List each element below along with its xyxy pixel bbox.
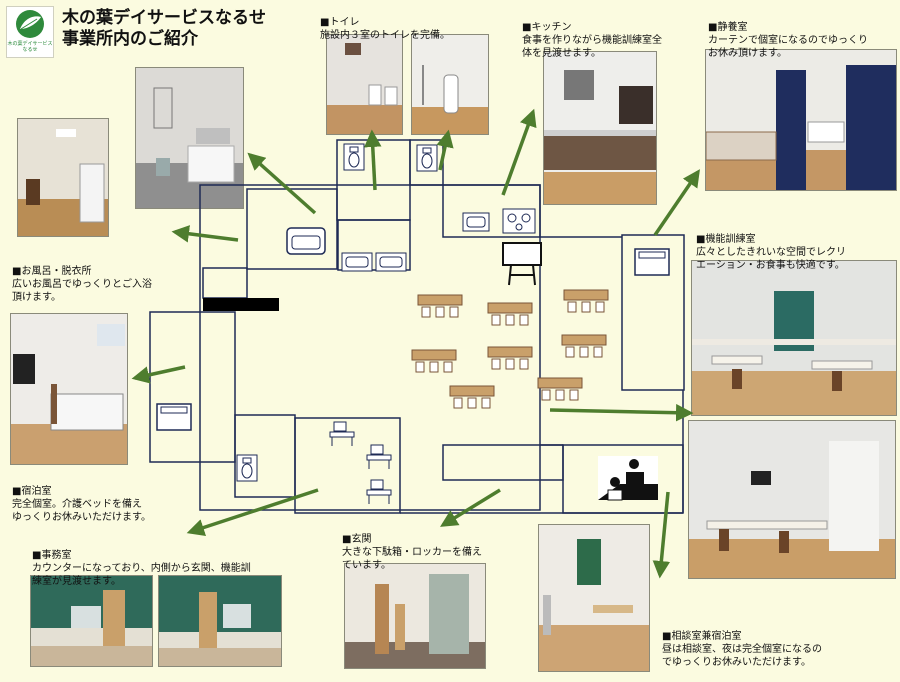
office-heading: ■事務室 — [32, 550, 72, 561]
stay-caption: ■宿泊室完全個室。介護ベッドを備え ゆっくりお休みいただけます。 — [12, 472, 151, 537]
rest-caption: ■静養室カーテンで個室になるのでゆっくり お休み頂けます。 — [708, 8, 868, 73]
desk-icon — [563, 289, 609, 313]
desk-icon — [561, 334, 607, 358]
office-photo-1 — [30, 575, 153, 667]
office-caption: ■事務室カウンターになっており、内側から玄関、機能訓 練室が見渡せます。 — [32, 536, 251, 601]
arrow-office — [186, 488, 319, 536]
kitchen-caption: ■キッチン食事を作りながら機能訓練室全 体を見渡せます。 — [522, 8, 662, 73]
toilet-photo-1 — [326, 34, 403, 135]
consult-heading: ■相談室兼宿泊室 — [662, 631, 742, 642]
consult-caption: ■相談室兼宿泊室昼は相談室、夜は完全個室になるの でゆっくりお休みいただけます。 — [662, 617, 822, 682]
toilet-icon — [343, 143, 365, 171]
desk-icon — [417, 294, 463, 318]
arrow-kitchen — [501, 108, 537, 196]
whiteboard-icon — [502, 242, 542, 286]
title-line-2: 事業所内のご紹介 — [62, 29, 198, 49]
training-heading: ■機能訓練室 — [696, 234, 756, 245]
sink-icon — [341, 252, 373, 272]
entrance-caption: ■玄関大きな下駄箱・ロッカーを備え ています。 — [342, 520, 482, 585]
arrow-bath-changing — [171, 225, 239, 243]
arrow-entrance — [440, 488, 501, 527]
arrow-training — [549, 403, 694, 422]
office-desc: カウンターになっており、内側から玄関、機能訓 練室が見渡せます。 — [32, 563, 251, 587]
rest-heading: ■静養室 — [708, 22, 748, 33]
arrow-toilet-2 — [436, 129, 454, 171]
stay-room-photo — [10, 313, 128, 465]
arrows — [131, 108, 700, 579]
bathtub-icon — [286, 227, 326, 255]
bath-changing-photo — [17, 118, 109, 237]
arrow-consult — [652, 491, 671, 579]
toilet-heading: ■トイレ — [320, 17, 360, 28]
arrow-stay — [131, 365, 186, 384]
toilet-desc: 施設内３室のトイレを完備。 — [320, 30, 450, 41]
computer-desk-icon — [329, 421, 355, 446]
stove-icon — [502, 208, 536, 234]
arrow-bathroom — [247, 152, 317, 215]
consult-room-photo — [538, 524, 650, 672]
consult-icon — [598, 456, 658, 501]
logo-text: 木の葉デイサービス なるせ — [7, 41, 53, 53]
sink-icon — [462, 212, 490, 232]
desk-icon — [537, 377, 583, 401]
sink-icon — [375, 252, 407, 272]
stay-desc: 完全個室。介護ベッドを備え ゆっくりお休みいただけます。 — [12, 499, 151, 523]
kitchen-heading: ■キッチン — [522, 22, 572, 33]
bath-desc: 広いお風呂でゆっくりとご入浴 頂けます。 — [12, 279, 152, 303]
toilet-caption: ■トイレ施設内３室のトイレを完備。 — [320, 3, 450, 55]
office-desks — [329, 421, 392, 504]
logo: 木の葉デイサービス なるせ — [6, 6, 54, 58]
entrance-desc: 大きな下駄箱・ロッカーを備え ています。 — [342, 547, 482, 571]
toilet-icon — [416, 144, 438, 172]
kitchen-photo — [543, 51, 657, 205]
computer-desk-icon — [366, 444, 392, 469]
training-desc: 広々としたきれいな空間でレクリ エーション・お食事も快適です。 — [696, 247, 846, 271]
toilet-photo-2 — [411, 34, 489, 135]
consult-desc: 昼は相談室、夜は完全個室になるの でゆっくりお休みいただけます。 — [662, 644, 822, 668]
desk-icon — [411, 349, 457, 373]
bed-icon — [634, 248, 670, 276]
page-title: 木の葉デイサービスなるせ 事業所内のご紹介 — [62, 8, 266, 50]
desk-icon — [487, 302, 533, 326]
leaf-logo-icon — [16, 10, 44, 38]
training-room-tables — [411, 289, 609, 409]
bath-caption: ■お風呂・脱衣所広いお風呂でゆっくりとご入浴 頂けます。 — [12, 252, 152, 317]
bath-heading: ■お風呂・脱衣所 — [12, 266, 92, 277]
bed-icon — [156, 403, 192, 431]
stay-heading: ■宿泊室 — [12, 486, 52, 497]
office-photo-2 — [158, 575, 282, 667]
training-room-photo-1 — [691, 260, 897, 416]
training-room-photo-2 — [688, 420, 896, 579]
entrance-heading: ■玄関 — [342, 534, 372, 545]
arrow-rest — [653, 169, 700, 236]
desk-icon — [449, 385, 495, 409]
kitchen-desc: 食事を作りながら機能訓練室全 体を見渡せます。 — [522, 35, 662, 59]
toilet-icon — [236, 454, 258, 482]
training-caption: ■機能訓練室広々としたきれいな空間でレクリ エーション・お食事も快適です。 — [696, 220, 846, 285]
rest-desc: カーテンで個室になるのでゆっくり お休み頂けます。 — [708, 35, 868, 59]
rest-room-photo — [705, 49, 897, 191]
computer-desk-icon — [366, 479, 392, 504]
title-line-1: 木の葉デイサービスなるせ — [62, 8, 266, 28]
floor-plan-wall-block — [203, 298, 279, 311]
desk-icon — [487, 346, 533, 370]
arrow-toilet-1 — [363, 129, 382, 191]
entrance-photo — [344, 563, 486, 669]
